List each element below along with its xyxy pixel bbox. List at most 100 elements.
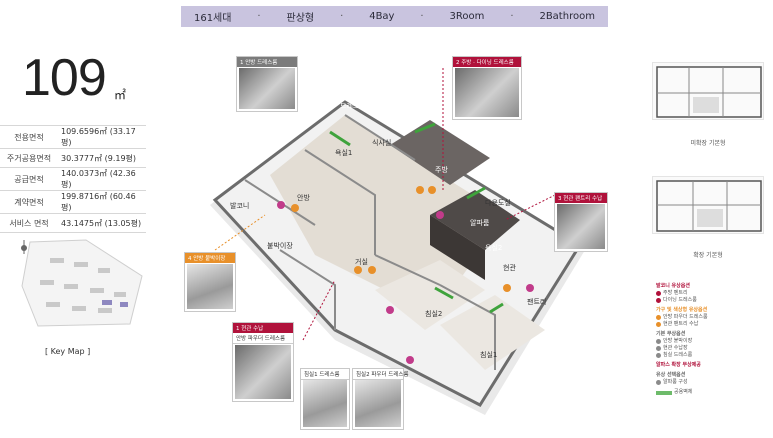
key-map-label: [ Key Map ] <box>45 347 91 356</box>
interior-photo <box>187 264 233 309</box>
interior-photo <box>355 380 401 427</box>
room-label-bed1: 침실1 <box>480 350 497 359</box>
spec-label: 전용면적 <box>0 125 58 149</box>
legend-item: 현관 수납장 <box>656 345 766 352</box>
callout-entry-pantry: 3 현관 팬트리 수납 <box>554 192 608 252</box>
callout-bed1-dressroom: 침실1 드레스룸 <box>300 368 350 430</box>
legend-section: 발코니 유상옵션 <box>656 283 690 289</box>
thumbnail-caption: 미확장 기본형 <box>690 140 726 147</box>
legend-text: 주방 펜트리 <box>663 290 688 296</box>
callout-caption: 4 안방 붙박이장 <box>185 253 235 263</box>
spec-value: 30.3777㎡ (9.19평) <box>58 148 146 168</box>
baths-label: 2Bathroom <box>539 11 595 22</box>
interior-photo <box>303 380 347 427</box>
separator: · <box>340 11 344 22</box>
table-row: 공급면적 140.0373㎡ (42.36평) <box>0 167 146 191</box>
isometric-floor-plan: 안방 거실 식사실 주방 침실2 침실1 알파룸 욕실2 욕실1 드레스룸 발코… <box>210 68 585 415</box>
legend-text: 현관 팬트리 수납 <box>663 321 699 327</box>
room-label-bath1: 욕실1 <box>335 148 352 157</box>
legend-item: 침실 드레스룸 <box>656 352 766 359</box>
legend-text: 공용벽체 <box>674 389 693 395</box>
callout-subcaption: 안방 파우더 드레스룸 <box>233 333 293 344</box>
plan-thumbnail-unexpanded <box>652 62 764 120</box>
room-label-alpha: 알파룸 <box>470 218 490 227</box>
table-row: 전용면적 109.6596㎡ (33.17평) <box>0 125 146 149</box>
separator: · <box>420 11 424 22</box>
rooms-label: 3Room <box>449 11 485 22</box>
bullet-icon <box>656 353 661 358</box>
bullet-icon <box>656 298 661 303</box>
plan-thumbnail-expanded <box>652 176 764 234</box>
legend-text: 안방 파우더 드레스룸 <box>663 314 708 320</box>
wall-swatch <box>656 390 672 395</box>
room-label-kitchen: 주방 <box>435 165 448 174</box>
callout-caption: 3 현관 팬트리 수납 <box>555 193 607 203</box>
callout-caption: 침실1 드레스룸 <box>301 369 349 380</box>
room-label-storage: 팬트리 <box>527 297 546 306</box>
callout-caption: 1 안방 드레스룸 <box>237 57 297 67</box>
legend-section: 유상 선택옵션 <box>656 372 686 378</box>
bullet-icon <box>656 322 661 327</box>
bullet-icon <box>656 380 661 385</box>
floor-plan-icon <box>656 180 762 232</box>
legend-section: 기본 무상옵션 <box>656 331 686 337</box>
thumbnail-caption: 확장 기본형 <box>693 252 723 259</box>
legend-item: 공용벽체 <box>656 389 766 396</box>
spec-label: 서비스 면적 <box>0 213 58 233</box>
bullet-icon <box>656 346 661 351</box>
spec-label: 공급면적 <box>0 167 58 191</box>
legend-text: 침실 드레스룸 <box>663 352 693 358</box>
legend-text: 알파룸 구성 <box>663 379 688 385</box>
separator: · <box>510 11 514 22</box>
spec-value: 43.1475㎡ (13.05평) <box>58 213 146 233</box>
interior-photo <box>239 68 295 109</box>
area-unit: ㎡ <box>114 88 127 102</box>
room-label-bed2: 침실2 <box>425 309 442 318</box>
interior-photo <box>235 345 291 399</box>
interior-photo <box>557 204 605 249</box>
bullet-icon <box>656 339 661 344</box>
key-map <box>21 239 143 327</box>
room-label-closet: 붙박이장 <box>267 241 293 250</box>
layout-type-label: 판상형 <box>286 13 315 24</box>
callout-master-dressroom: 1 안방 드레스룸 <box>236 56 298 112</box>
callout-bed2-dressroom: 침실2 파우더 드레스룸 <box>352 368 409 430</box>
spec-value: 140.0373㎡ (42.36평) <box>58 167 146 191</box>
legend-text: 안방 붙박이장 <box>663 338 693 344</box>
legend-item: 안방 파우더 드레스룸 <box>656 314 766 321</box>
spec-value: 109.6596㎡ (33.17평) <box>58 125 146 149</box>
spec-label: 주거공용면적 <box>0 148 58 168</box>
room-label-master: 안방 <box>297 193 310 202</box>
callout-kitchen-dining: 2 주방 · 다이닝 드레스룸 <box>452 56 522 120</box>
callout-caption: 1 현관 수납 <box>233 323 293 333</box>
bullet-icon <box>656 315 661 320</box>
room-label-entry: 현관 <box>503 263 516 272</box>
table-row: 주거공용면적 30.3777㎡ (9.19평) <box>0 148 146 168</box>
room-label-balcony: 발코니 <box>230 201 249 210</box>
legend-item: 알파룸 구성 <box>656 379 766 386</box>
legend-text: 현관 수납장 <box>663 345 688 351</box>
floor-plan-icon <box>656 66 762 118</box>
table-row: 계약면적 199.8716㎡ (60.46평) <box>0 190 146 214</box>
legend-item: 현관 팬트리 수납 <box>656 321 766 328</box>
spec-label: 계약면적 <box>0 190 58 214</box>
callout-master-powder: 1 현관 수납 안방 파우더 드레스룸 <box>232 322 294 402</box>
legend-section: 가구 및 색상형 유상옵션 <box>656 307 708 313</box>
legend-section: 알파스 확장 무상제공 <box>656 362 701 368</box>
spec-value: 199.8716㎡ (60.46평) <box>58 190 146 214</box>
room-label-bath2: 욕실2 <box>485 243 502 252</box>
room-label-living: 거실 <box>355 257 368 266</box>
callout-caption: 2 주방 · 다이닝 드레스룸 <box>453 57 521 67</box>
option-legend: 발코니 유상옵션 주방 펜트리 다이닝 드레스룸 가구 및 색상형 유상옵션 안… <box>656 280 766 396</box>
legend-text: 다이닝 드레스룸 <box>663 297 697 303</box>
area-spec-table: 전용면적 109.6596㎡ (33.17평) 주거공용면적 30.3777㎡ … <box>0 125 146 233</box>
interior-photo <box>455 68 519 117</box>
room-label-dress: 드레스룸 <box>340 101 366 110</box>
callout-master-closet: 4 안방 붙박이장 <box>184 252 236 312</box>
households-label: 161세대 <box>193 13 232 24</box>
bullet-icon <box>656 291 661 296</box>
unit-summary-bar: 161세대 · 판상형 · 4Bay · 3Room · 2Bathroom <box>181 6 608 27</box>
callout-caption: 침실2 파우더 드레스룸 <box>353 369 409 380</box>
legend-item: 주방 펜트리 <box>656 290 766 297</box>
area-value: 109 <box>22 49 107 107</box>
